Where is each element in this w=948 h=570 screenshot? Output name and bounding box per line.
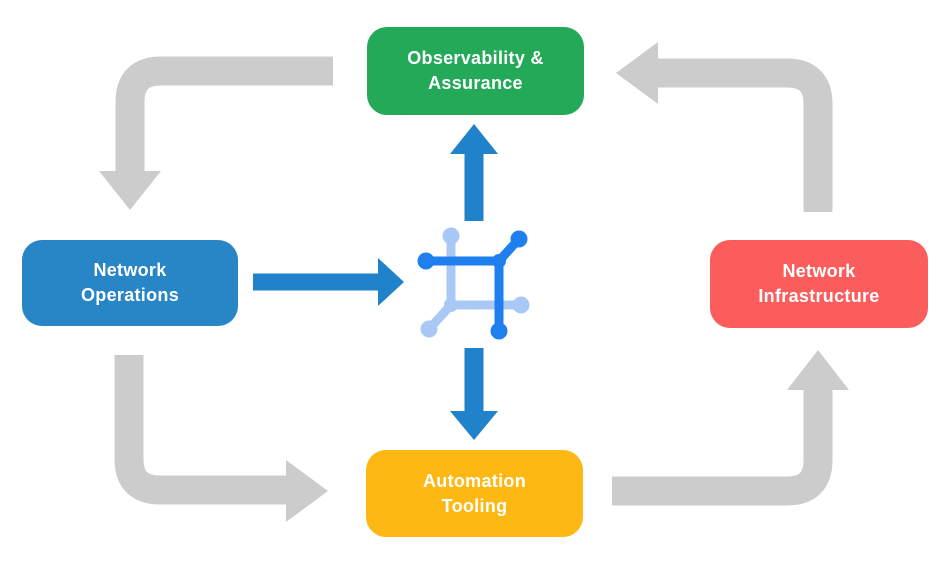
cycle-arrow-automation-to-infrastructure xyxy=(612,350,849,506)
node-automation-tooling: Automation Tooling xyxy=(366,450,583,537)
cycle-arrow-shaft xyxy=(612,390,833,506)
cycle-arrowhead-down-icon xyxy=(99,171,161,210)
flow-arrowhead-down-icon xyxy=(450,411,498,440)
flow-arrow-operations-to-center xyxy=(253,258,404,306)
network-mesh-icon-dark-nodes xyxy=(417,230,528,340)
cycle-arrowhead-right-icon xyxy=(286,460,328,522)
cycle-arrow-infrastructure-to-observability xyxy=(616,42,833,212)
network-mesh-icon-light-nodes xyxy=(420,227,530,338)
node-label-line: Operations xyxy=(80,285,180,305)
cycle-arrow-shaft xyxy=(658,58,833,212)
node-observability-assurance: Observability & Assurance xyxy=(367,27,584,115)
network-mesh-icon xyxy=(417,227,530,340)
node-label-line: Tooling xyxy=(441,495,508,516)
cycle-arrowhead-up-icon xyxy=(787,350,849,390)
cycle-arrow-shaft xyxy=(115,56,333,172)
node-network-infrastructure: Network Infrastructure xyxy=(710,240,928,328)
node-label-line: Observability & xyxy=(407,48,544,68)
node-label-line: Infrastructure xyxy=(758,286,880,306)
flow-arrow-center-to-automation xyxy=(450,348,498,440)
node-label-line: Network xyxy=(782,261,856,281)
node-label-line: Automation xyxy=(423,470,526,491)
node-network-operations: Network Operations xyxy=(22,240,238,326)
cycle-arrow-observability-to-operations xyxy=(99,56,333,210)
cycle-arrowhead-left-icon xyxy=(616,42,658,104)
flow-arrowhead-right-icon xyxy=(378,258,404,306)
flow-arrowhead-up-icon xyxy=(450,124,498,154)
cycle-arrow-operations-to-automation xyxy=(114,355,328,522)
node-label-line: Network xyxy=(93,260,167,280)
node-label-line: Assurance xyxy=(428,73,523,93)
flow-arrow-center-to-observability xyxy=(450,124,498,221)
cycle-arrow-shaft xyxy=(114,355,286,505)
